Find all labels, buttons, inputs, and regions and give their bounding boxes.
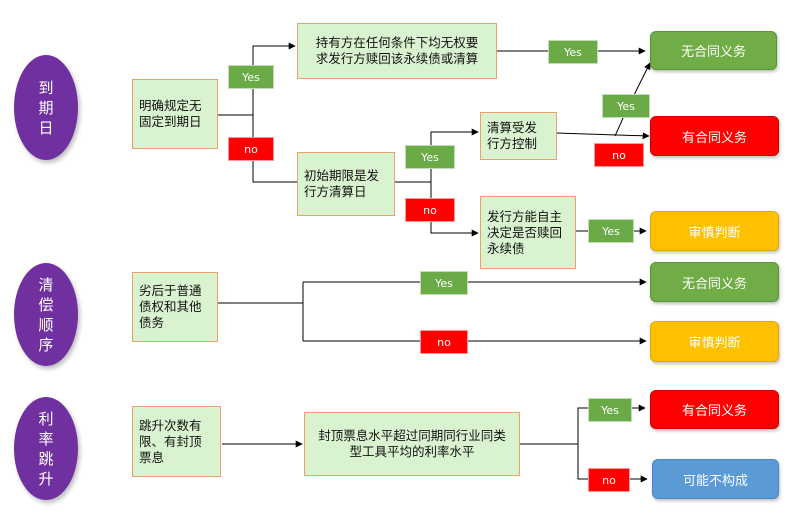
condition-cap-exceeds-peer: 封顶票息水平超过同期同行业同类 型工具平均的利率水平 <box>304 412 520 476</box>
result-has-obligation-1: 有合同义务 <box>650 116 779 156</box>
condition-liquidation-controlled: 清算受发 行方控制 <box>480 112 557 160</box>
category-repayment-order: 清 偿 顺 序 <box>14 263 78 366</box>
result-has-obligation-2: 有合同义务 <box>650 390 779 429</box>
result-prudent-1: 审慎判断 <box>650 211 779 251</box>
arrow-to-holder-no-right <box>252 42 296 115</box>
no-tag-explicit: no <box>228 137 274 161</box>
yes-tag-holder: Yes <box>548 40 598 64</box>
result-may-not-constitute: 可能不构成 <box>652 459 779 499</box>
condition-holder-no-right: 持有方在任何条件下均无权要 求发行方赎回该永续债或清算 <box>297 23 497 79</box>
category-maturity: 到 期 日 <box>14 55 78 160</box>
yes-tag-explicit: Yes <box>228 65 274 89</box>
yes-tag-initial-term: Yes <box>405 145 455 169</box>
result-no-obligation-1: 无合同义务 <box>650 31 777 70</box>
result-prudent-2: 审慎判断 <box>650 321 779 362</box>
no-tag-initial-term: no <box>405 198 455 222</box>
yes-tag-issuer: Yes <box>588 219 634 243</box>
condition-limited-step-up: 跳升次数有 限、有封顶 票息 <box>132 406 221 477</box>
condition-issuer-decides-redeem: 发行方能自主 决定是否赎回 永续债 <box>480 196 576 269</box>
yes-tag-subordinated: Yes <box>420 271 468 295</box>
no-tag-subordinated: no <box>420 330 468 354</box>
no-tag-cap: no <box>588 468 630 492</box>
category-rate-step-up: 利 率 跳 升 <box>14 397 78 500</box>
condition-initial-term-liquidation: 初始期限是发 行方清算日 <box>297 152 395 216</box>
yes-tag-liquidation: Yes <box>602 94 650 118</box>
yes-tag-cap: Yes <box>588 398 632 422</box>
condition-subordinated: 劣后于普通 债权和其他 债务 <box>132 272 218 342</box>
no-tag-liquidation: no <box>594 143 644 167</box>
condition-explicit-no-maturity: 明确规定无 固定到期日 <box>132 79 218 149</box>
result-no-obligation-2: 无合同义务 <box>650 262 779 302</box>
arrow-liquidation-to-has-obligation <box>555 132 650 140</box>
